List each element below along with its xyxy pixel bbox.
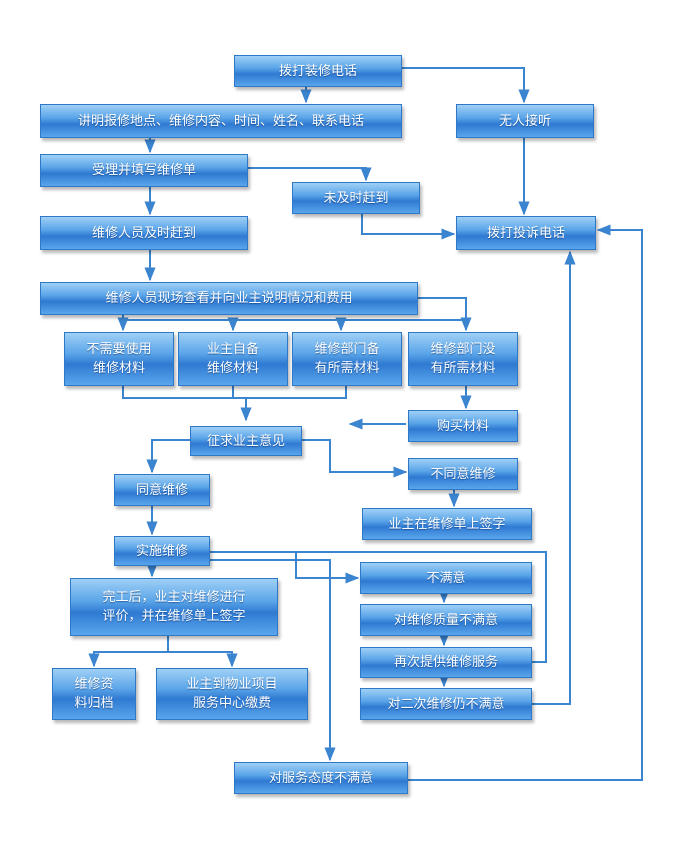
node-quality-dissatisfied: 对维修质量不满意	[360, 604, 532, 636]
arrow-ask-to-disagree	[302, 439, 408, 478]
arrow-options-merge	[122, 386, 347, 420]
node-owner-sign-form: 业主在维修单上签字	[362, 508, 532, 540]
node-agree-repair: 同意维修	[114, 474, 210, 506]
node-onsite-inspect: 维修人员现场查看并向业主说明情况和费用	[40, 282, 418, 315]
node-dept-has-material: 维修部门备 有所需材料	[292, 332, 402, 386]
arrow-accept-to-late	[248, 167, 372, 182]
node-archive-records: 维修资 料归档	[52, 668, 136, 720]
arrow-do-to-dissatisfied	[192, 551, 360, 584]
node-second-repair-dissatisfied: 对二次维修仍不满意	[360, 688, 532, 720]
node-explain-details: 讲明报修地点、维修内容、时间、姓名、联系电话	[40, 104, 402, 138]
node-call-repair: 拨打装修电话	[234, 55, 402, 87]
node-ask-owner-opinion: 征求业主意见	[190, 426, 302, 456]
arrow-call-to-no-answer	[402, 67, 530, 104]
arrow-inspect-to-opt4	[418, 297, 472, 332]
node-call-complaint: 拨打投诉电话	[456, 216, 596, 250]
node-staff-on-time: 维修人员及时赶到	[40, 216, 248, 250]
arrow-ask-to-agree	[146, 439, 190, 474]
arrow-do-to-attitude	[192, 559, 336, 762]
arrow-late-to-complaint	[361, 214, 456, 240]
arrow-reservice-loop	[192, 551, 547, 663]
node-dept-no-material: 维修部门没 有所需材料	[408, 332, 518, 386]
arrow-inspect-branch	[122, 315, 466, 328]
node-owner-pay-fee: 业主到物业项目 服务中心缴费	[156, 668, 308, 720]
arrow-complete-branch	[93, 636, 233, 664]
node-no-material-needed: 不需要使用 维修材料	[64, 332, 174, 386]
node-re-service: 再次提供维修服务	[360, 647, 532, 678]
node-buy-material: 购买材料	[408, 410, 518, 442]
node-attitude-dissatisfied: 对服务态度不满意	[234, 762, 408, 794]
arrow-second-to-complaint	[532, 250, 576, 705]
arrow-attitude-to-complaint	[408, 224, 643, 781]
node-disagree-repair: 不同意维修	[408, 458, 518, 490]
node-do-repair: 实施维修	[114, 536, 210, 566]
node-dissatisfied: 不满意	[360, 562, 532, 594]
node-no-answer: 无人接听	[456, 104, 594, 138]
node-accept-fill-form: 受理并填写维修单	[40, 154, 248, 187]
node-not-on-time: 未及时赶到	[292, 182, 420, 214]
node-completion-evaluation: 完工后，业主对维修进行 评价，并在维修单上签字	[70, 578, 278, 636]
node-owner-supplied: 业主自备 维修材料	[178, 332, 288, 386]
